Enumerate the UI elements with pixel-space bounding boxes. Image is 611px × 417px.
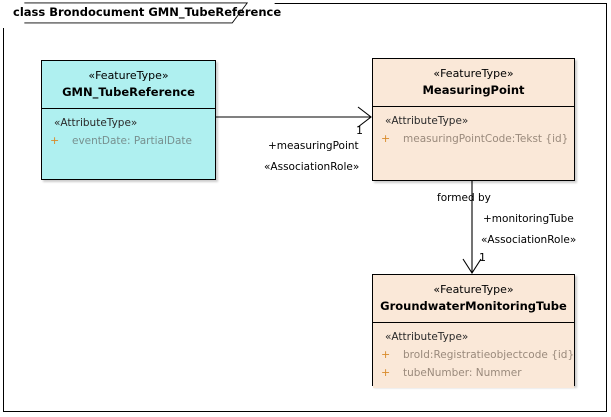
- association-monitoringtube-role: +monitoringTube: [483, 213, 574, 225]
- attribute-label: eventDate: PartialDate: [72, 135, 192, 147]
- visibility-plus-icon: +: [381, 132, 391, 145]
- attribute-compartment-stereotype: «AttributeType»: [54, 117, 138, 129]
- association-measuringpoint-multiplicity: 1: [356, 124, 363, 137]
- association-monitoringtube-name: formed by: [437, 192, 491, 204]
- attribute-label: measuringPointCode:Tekst {id}: [403, 133, 569, 145]
- attribute-label: tubeNumber: Nummer: [403, 367, 522, 379]
- diagram-title: class Brondocument GMN_TubeReference: [13, 5, 282, 19]
- class-header-measuringpoint: «FeatureType» MeasuringPoint: [373, 59, 574, 107]
- visibility-plus-icon: +: [381, 366, 391, 379]
- attribute-label: broId:Registratieobjectcode {id}: [403, 349, 575, 361]
- class-box-measuringpoint[interactable]: «FeatureType» MeasuringPoint «AttributeT…: [372, 58, 575, 181]
- class-attributes-gmn-tubereference: «AttributeType» + eventDate: PartialDate: [42, 109, 215, 156]
- attribute-row: + broId:Registratieobjectcode {id}: [373, 346, 574, 364]
- attribute-row: + eventDate: PartialDate: [42, 132, 215, 150]
- class-name-gmn-tubereference: GMN_TubeReference: [62, 85, 195, 99]
- attribute-compartment-stereotype: «AttributeType»: [385, 331, 469, 343]
- attribute-row: + tubeNumber: Nummer: [373, 364, 574, 382]
- class-box-groundwatermonitoringtube[interactable]: «FeatureType» GroundwaterMonitoringTube …: [372, 274, 575, 388]
- attribute-row: + measuringPointCode:Tekst {id}: [373, 130, 574, 148]
- visibility-plus-icon: +: [381, 348, 391, 361]
- class-stereotype: «FeatureType»: [433, 67, 514, 80]
- class-header-groundwatermonitoringtube: «FeatureType» GroundwaterMonitoringTube: [373, 275, 574, 323]
- visibility-plus-icon: +: [50, 134, 60, 147]
- class-box-gmn-tubereference[interactable]: «FeatureType» GMN_TubeReference «Attribu…: [41, 60, 216, 180]
- class-stereotype: «FeatureType»: [88, 69, 169, 82]
- class-name-groundwatermonitoringtube: GroundwaterMonitoringTube: [380, 299, 567, 313]
- class-header-gmn-tubereference: «FeatureType» GMN_TubeReference: [42, 61, 215, 109]
- association-measuringpoint-role: +measuringPoint: [268, 140, 359, 152]
- association-monitoringtube-role-stereotype: «AssociationRole»: [481, 234, 577, 246]
- association-monitoringtube-multiplicity: 1: [479, 251, 486, 264]
- class-stereotype: «FeatureType»: [433, 283, 514, 296]
- class-attributes-groundwatermonitoringtube: «AttributeType» + broId:Registratieobject…: [373, 323, 574, 388]
- class-name-measuringpoint: MeasuringPoint: [422, 83, 525, 97]
- diagram-frame: [3, 3, 607, 412]
- association-measuringpoint-role-stereotype: «AssociationRole»: [264, 161, 360, 173]
- attribute-compartment-stereotype: «AttributeType»: [385, 115, 469, 127]
- class-attributes-measuringpoint: «AttributeType» + measuringPointCode:Teks…: [373, 107, 574, 154]
